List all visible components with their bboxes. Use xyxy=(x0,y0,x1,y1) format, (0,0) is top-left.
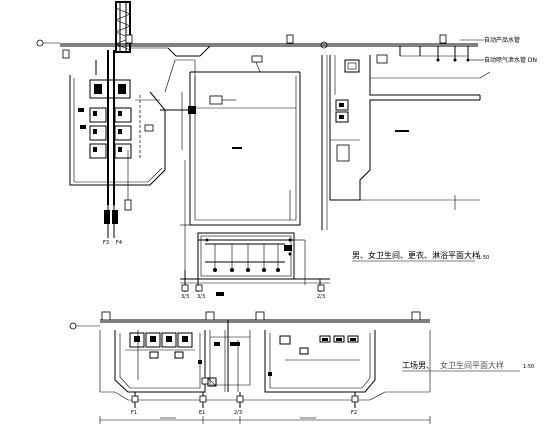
sprinkler-branches xyxy=(399,46,470,62)
axis-label-f4: F4 xyxy=(116,240,122,246)
left-axis-markers: F3 F4 xyxy=(103,150,132,246)
right-rooms xyxy=(321,54,491,230)
shower-room xyxy=(180,232,330,285)
lower-dimension-line xyxy=(99,416,431,424)
axis-label-23-lower: 2/3 xyxy=(234,410,242,416)
lower-slab xyxy=(99,330,431,401)
axis-label-f1: F1 xyxy=(131,410,137,416)
lower-plan: F1 E1 2/3 F2 工场男、 女卫生间平面大样 1:50 xyxy=(69,311,534,424)
lower-left-toilet xyxy=(114,330,206,393)
lower-plan-title-rest: 女卫生间平面大样 xyxy=(440,360,504,370)
lower-plan-scale: 1:50 xyxy=(523,364,534,370)
legend-line-2: 自动喷气泄水管 DN xyxy=(484,56,537,64)
axis-label-33-a: 3/3 xyxy=(181,294,189,300)
left-toilet-block xyxy=(69,50,166,205)
shower-axis-markers: 3/3 3/3 2/3 xyxy=(181,270,325,300)
axis-label-f2: F2 xyxy=(351,410,357,416)
axis-label-33-b: 3/3 xyxy=(197,294,205,300)
upper-plan-title: 男、女卫生间、更衣、淋浴平面大样 1:50 xyxy=(352,250,489,262)
upper-plan-scale: 1:50 xyxy=(478,255,489,261)
axis-label-f3: F3 xyxy=(103,240,109,246)
lower-middle-corridor xyxy=(201,320,251,392)
legend-line-1: 自动产品水管 xyxy=(484,36,520,44)
axis-label-e1: E1 xyxy=(199,410,205,416)
lower-axis-markers: F1 E1 2/3 F2 xyxy=(131,392,359,416)
lower-right-room xyxy=(264,330,376,393)
axis-label-23: 2/3 xyxy=(317,294,325,300)
upper-plan: 自动产品水管 自动喷气泄水管 DN xyxy=(36,1,537,300)
main-supply-pipe xyxy=(60,34,478,59)
upper-plan-title-text: 男、女卫生间、更衣、淋浴平面大样 xyxy=(352,250,480,260)
pipe-legend: 自动产品水管 自动喷气泄水管 DN xyxy=(460,36,537,64)
lower-main-pipe xyxy=(69,311,430,330)
lower-plan-title-prefix: 工场男、 xyxy=(402,361,434,370)
central-room xyxy=(180,55,301,270)
lower-plan-title: 工场男、 女卫生间平面大样 1:50 xyxy=(402,360,534,372)
